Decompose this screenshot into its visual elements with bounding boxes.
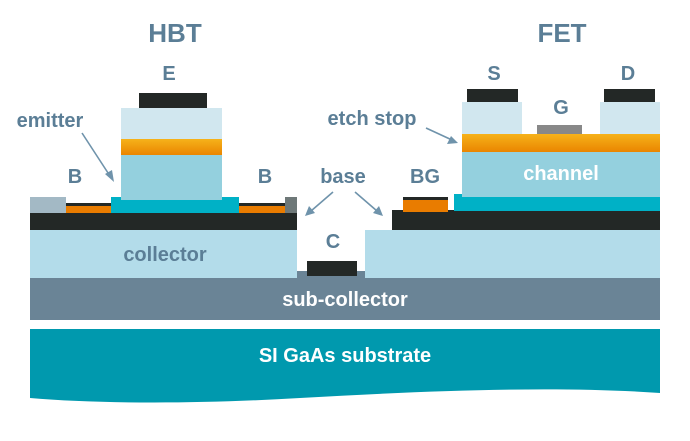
etch-stop-arrowhead-icon [447,136,458,144]
etch-stop-callout-label: etch stop [328,108,417,130]
base-arrowhead-right-icon [373,206,383,216]
collector-layer-left [30,230,297,278]
gate-terminal-label: G [553,97,569,119]
sub-collector-label: sub-collector [282,289,408,311]
back-gate-terminal-label: BG [410,166,440,188]
drain-contact [604,89,655,102]
fet-source-cap [462,102,522,134]
hbt-title: HBT [148,18,202,48]
hbt-emitter-cap [121,108,222,139]
sub-collector-layer [30,278,660,320]
fet-base-layer [392,210,660,230]
channel-label: channel [523,163,599,185]
substrate-layer [30,329,660,403]
drain-terminal-label: D [621,63,635,85]
substrate-label: SI GaAs substrate [259,345,431,367]
base-contact-right [239,206,285,213]
emitter-contact [139,93,207,108]
source-terminal-label: S [487,63,500,85]
hbt-base-cyan [111,197,239,213]
hbt-etch-layer [121,139,222,155]
emitter-callout-arrow [81,132,111,177]
base-callout-arrow-right [354,191,378,212]
base-terminal-label-left: B [68,166,82,188]
fet-channel-layer [462,152,660,197]
fet-title: FET [537,18,586,48]
fet-base-cyan [454,194,660,211]
back-gate-contact [403,200,448,212]
emitter-terminal-label: E [162,63,175,85]
collector-terminal-label: C [326,231,340,253]
base-arrowhead-left-icon [305,206,315,216]
collector-layer-right [365,230,660,278]
etch-stop-callout-arrow [425,127,453,141]
source-contact [467,89,518,102]
base-contact-left [66,206,111,213]
hbt-base-layer [30,213,297,230]
back-gate-contact-top [403,197,448,200]
emitter-callout-label: emitter [17,110,84,132]
base-callout-label: base [320,166,366,188]
collector-contact [307,261,357,276]
base-callout-arrow-left [310,191,334,212]
base-contact-right-top [239,203,285,206]
collector-label: collector [123,244,207,266]
fet-drain-cap [600,102,660,134]
emitter-arrowhead-icon [105,170,114,182]
fet-etch-stop-layer [462,134,660,152]
hbt-emitter-body [121,155,222,200]
hbt-side-pad-left [30,197,66,213]
gate-contact [537,125,582,134]
base-terminal-label-right: B [258,166,272,188]
base-contact-left-top [66,203,111,206]
hbt-side-pad-right [285,197,297,213]
